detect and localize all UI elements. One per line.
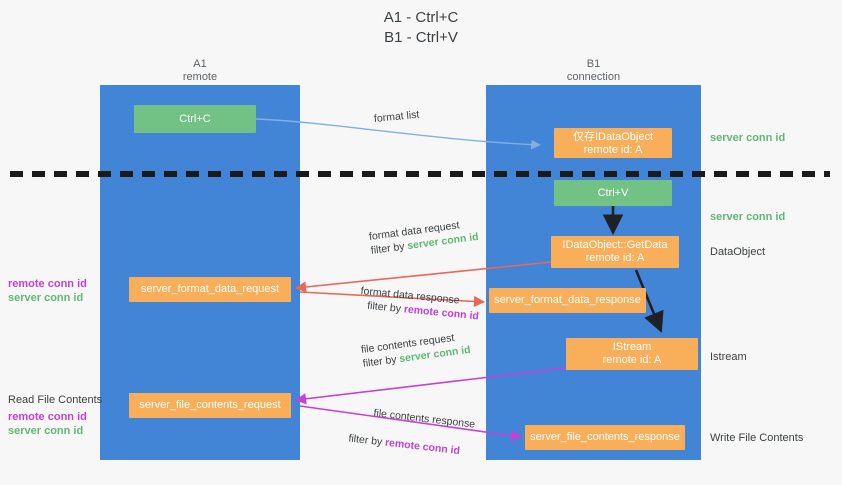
- right-label-istream: Istream: [710, 351, 747, 363]
- edge-label-file-contents-response-filter: filter by remote conn id: [348, 431, 473, 459]
- column-header-a1-name: A1: [193, 58, 207, 70]
- right-label-write-file-contents: Write File Contents: [710, 432, 804, 444]
- left-label-group-file: Read File Contents remote conn id server…: [8, 393, 102, 438]
- node-idataobject-remote-line1: 仅存IDataObject: [573, 130, 653, 144]
- node-ctrl-c-label: Ctrl+C: [179, 112, 211, 125]
- filter-prefix: filter by: [366, 299, 405, 316]
- edge-label-file-contents-response-text: file contents response: [372, 407, 476, 431]
- node-getdata[interactable]: IDataObject::GetData remote id: A: [551, 236, 679, 268]
- node-idataobject-remote-prefix: 仅存: [572, 129, 595, 143]
- column-header-a1-sub: remote: [182, 71, 218, 83]
- node-server-format-data-request[interactable]: server_format_data_request: [129, 277, 291, 302]
- column-header-b1-name: B1: [586, 58, 601, 70]
- edge-label-format-data-request: format data request filter by server con…: [368, 216, 479, 258]
- node-ctrl-v[interactable]: Ctrl+V: [554, 180, 672, 206]
- left-label-file-remote-conn-id: remote conn id: [8, 411, 87, 423]
- left-label-read-file-contents: Read File Contents: [8, 394, 103, 406]
- title-line-1: A1 - Ctrl+C: [383, 9, 459, 26]
- node-idataobject-remote-line2: remote id: A: [583, 143, 643, 156]
- node-ctrl-c[interactable]: Ctrl+C: [134, 105, 256, 133]
- right-label-server-conn-id-top: server conn id: [710, 132, 786, 144]
- node-ctrl-v-label: Ctrl+V: [597, 186, 629, 199]
- node-istream-line2: remote id: A: [602, 354, 662, 366]
- edge-label-format-list: format list: [373, 108, 420, 126]
- left-label-file-server-conn-id: server conn id: [8, 425, 84, 437]
- edge-label-format-list-text: format list: [373, 108, 420, 125]
- edge-label-file-contents-response: file contents response filter by remote …: [348, 406, 476, 459]
- node-server-format-data-response[interactable]: server_format_data_response: [489, 288, 646, 313]
- node-istream-line1: IStream: [612, 341, 652, 353]
- filter-prefix: filter by: [347, 432, 386, 449]
- column-header-b1: B1 connection: [486, 58, 701, 84]
- node-server-format-data-response-label: server_format_data_response: [494, 294, 641, 306]
- node-getdata-line2: remote id: A: [585, 252, 645, 264]
- edge-label-format-data-response: format data response filter by remote co…: [359, 284, 481, 323]
- right-label-server-conn-id-middle: server conn id: [710, 211, 786, 223]
- node-istream[interactable]: IStream remote id: A: [566, 338, 698, 370]
- column-header-b1-sub: connection: [566, 71, 621, 83]
- column-header-a1: A1 remote: [100, 58, 300, 84]
- filter-prefix: filter by: [370, 240, 409, 257]
- filter-prefix: filter by: [362, 353, 401, 370]
- node-idataobject-remote[interactable]: 仅存IDataObject remote id: A: [554, 128, 672, 158]
- left-label-format-remote-conn-id: remote conn id: [8, 278, 87, 290]
- right-label-dataobject: DataObject: [710, 246, 766, 258]
- node-server-format-data-request-label: server_format_data_request: [140, 283, 280, 295]
- left-label-group-format: remote conn id server conn id: [8, 277, 87, 305]
- diagram-title: A1 - Ctrl+C B1 - Ctrl+V: [0, 8, 842, 48]
- left-label-format-server-conn-id: server conn id: [8, 292, 84, 304]
- node-getdata-line1: IDataObject::GetData: [562, 239, 668, 251]
- filter-term-remote-conn-id: remote conn id: [384, 436, 461, 458]
- edge-label-file-contents-request: file contents request filter by server c…: [360, 329, 471, 371]
- node-server-file-contents-response[interactable]: server_file_contents_response: [525, 425, 685, 450]
- node-server-file-contents-response-label: server_file_contents_response: [530, 431, 680, 443]
- node-server-file-contents-request[interactable]: server_file_contents_request: [129, 393, 291, 418]
- node-idataobject-remote-name: IDataObject: [594, 130, 654, 143]
- title-line-2: B1 - Ctrl+V: [384, 29, 458, 46]
- node-server-file-contents-request-label: server_file_contents_request: [139, 399, 281, 411]
